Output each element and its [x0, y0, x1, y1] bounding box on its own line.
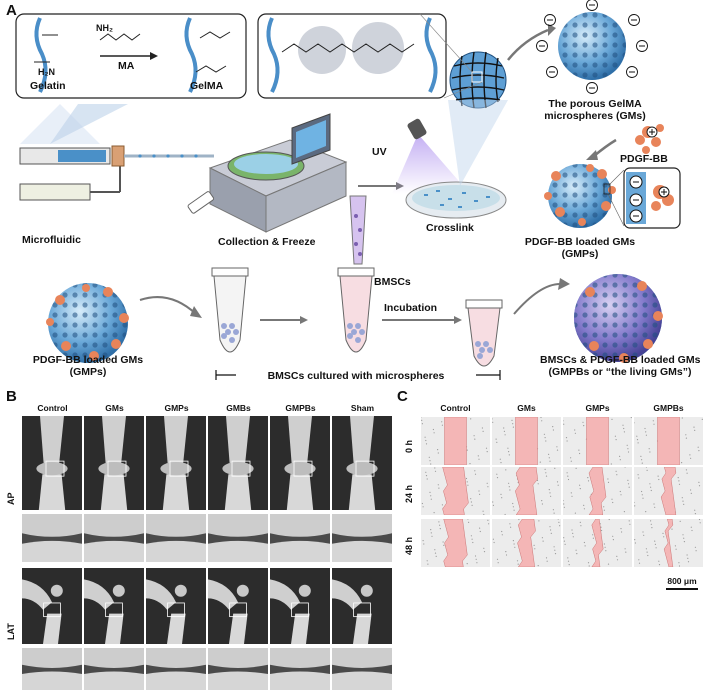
xray-tile — [84, 514, 144, 562]
uv-label: UV — [372, 146, 387, 158]
ma-label: MA — [118, 60, 135, 72]
xray-tile — [208, 648, 268, 690]
xray-tile — [22, 514, 82, 562]
xray-tile — [208, 568, 268, 644]
gmps-left-label-2: (GMPs) — [69, 366, 107, 378]
xray-tile — [146, 514, 206, 562]
xray-tile — [270, 648, 330, 690]
wound-tile — [633, 416, 704, 466]
panel-b-col-gmps: GMPs — [164, 403, 189, 413]
wound-tile — [562, 466, 633, 516]
panel-b-col-control: Control — [37, 403, 68, 413]
xray-tile — [22, 568, 82, 644]
microfluidic-label: Microfluidic — [22, 234, 81, 246]
loaded-label-1: PDGF-BB loaded GMs — [524, 236, 636, 248]
scale-bar-label: 800 μm — [667, 576, 697, 586]
collection-label: Collection & Freeze — [218, 236, 316, 248]
gelma-label: GelMA — [190, 80, 224, 92]
xray-tile — [332, 416, 392, 510]
panel-b-row-ap: AP — [6, 492, 16, 505]
cultured-label: BMSCs cultured with microspheres — [267, 370, 445, 382]
wound-tile — [491, 466, 562, 516]
wound-tile — [491, 416, 562, 466]
panel-c-row-label: 48 h — [404, 536, 414, 555]
final-label-2: (GMPBs or “the living GMs”) — [548, 366, 692, 378]
pdgf-label: PDGF-BB — [620, 153, 668, 165]
panel-c-col-control: Control — [440, 403, 471, 413]
porous-label-1: The porous GelMA — [548, 98, 642, 110]
panel-c-col-gmpbs: GMPBs — [653, 403, 684, 413]
loaded-label-2: (GMPs) — [561, 248, 599, 260]
xray-tile — [84, 416, 144, 510]
panel-c-row-label: 24 h — [404, 484, 414, 503]
panel-b-row-lat: LAT — [6, 623, 16, 640]
panel-c-col-gmps: GMPs — [585, 403, 610, 413]
xray-tile — [22, 416, 82, 510]
panel-b-col-sham: Sham — [350, 403, 375, 413]
panel-a-graphics — [15, 0, 681, 380]
panel-b-col-gmbs: GMBs — [226, 403, 251, 413]
xray-tile — [146, 568, 206, 644]
wound-tile — [420, 518, 491, 568]
panel-b-col-gms: GMs — [105, 403, 124, 413]
panel-label-c: C — [397, 388, 408, 405]
xray-tile — [146, 416, 206, 510]
nh2-label-top: NH₂ — [96, 23, 113, 33]
xray-tile — [208, 514, 268, 562]
final-label-1: BMSCs & PDGF-BB loaded GMs — [540, 354, 701, 366]
panel-b-col-gmpbs: GMPBs — [285, 403, 316, 413]
xray-tile — [332, 648, 392, 690]
wound-tile — [420, 466, 491, 516]
xray-tile — [270, 568, 330, 644]
xray-tile — [84, 648, 144, 690]
incubation-label: Incubation — [384, 302, 438, 314]
xray-tile — [22, 648, 82, 690]
xray-tile — [146, 648, 206, 690]
porous-label-2: microspheres (GMs) — [544, 110, 646, 122]
nh2-label-left: H₂N — [38, 67, 55, 77]
xray-tile — [84, 568, 144, 644]
crosslink-label: Crosslink — [426, 222, 474, 234]
xray-tile — [270, 514, 330, 562]
wound-tile — [633, 518, 704, 568]
scale-bar — [666, 588, 698, 590]
xray-tile — [332, 568, 392, 644]
bmscs-label: BMSCs — [374, 276, 411, 288]
wound-tile — [420, 416, 491, 466]
panel-c-row-label: 0 h — [404, 439, 414, 453]
xray-tile — [332, 514, 392, 562]
panel-c-col-gms: GMs — [517, 403, 536, 413]
wound-tile — [633, 466, 704, 516]
wound-tile — [562, 518, 633, 568]
wound-tile — [491, 518, 562, 568]
gelatin-label: Gelatin — [30, 80, 66, 92]
gmps-left-label-1: PDGF-BB loaded GMs — [32, 354, 144, 366]
panel-label-a: A — [6, 2, 17, 19]
xray-tile — [270, 416, 330, 510]
wound-tile — [562, 416, 633, 466]
xray-tile — [208, 416, 268, 510]
panel-label-b: B — [6, 388, 17, 405]
